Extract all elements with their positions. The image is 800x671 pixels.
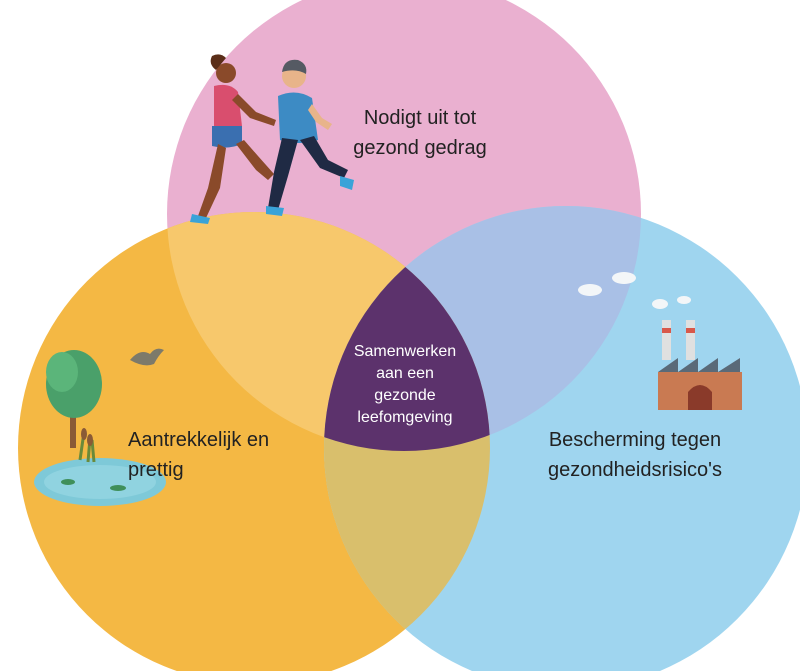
label-right-line-2: gezondheidsrisico's bbox=[548, 459, 722, 481]
label-center: Samenwerken aan een gezonde leefomgeving bbox=[330, 341, 480, 429]
label-right-line-1: Bescherming tegen bbox=[548, 429, 722, 451]
label-center-line-2: aan een bbox=[376, 365, 434, 382]
tree-pond-icon bbox=[34, 350, 166, 506]
label-center-line-1: Samenwerken bbox=[353, 343, 457, 360]
label-top-line-2: gezond gedrag bbox=[353, 137, 487, 159]
factory-icon bbox=[658, 320, 742, 410]
label-center-line-4: leefomgeving bbox=[357, 409, 453, 426]
label-left-line-1: Aantrekkelijk en bbox=[128, 429, 270, 451]
label-left-line-2: prettig bbox=[128, 459, 184, 481]
clouds-icon bbox=[578, 272, 691, 309]
label-left-circle: Aantrekkelijk en prettig bbox=[128, 425, 328, 485]
overlap-center bbox=[324, 212, 490, 451]
runners-icon bbox=[190, 54, 354, 224]
label-top-circle: Nodigt uit tot gezond gedrag bbox=[330, 103, 510, 163]
bird-icon bbox=[130, 348, 164, 366]
label-right-circle: Bescherming tegen gezondheidsrisico's bbox=[520, 425, 750, 485]
label-top-line-1: Nodigt uit tot bbox=[363, 107, 477, 129]
label-center-line-3: gezonde bbox=[374, 387, 436, 404]
